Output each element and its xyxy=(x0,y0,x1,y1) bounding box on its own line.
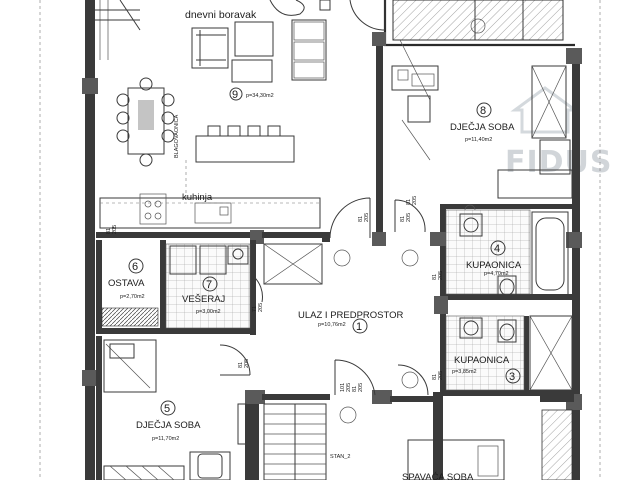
watermark-logo: FIDUS xyxy=(505,86,613,180)
room-num-ulaz: 1 xyxy=(356,321,362,333)
door-tag-10: 81205 xyxy=(406,196,418,205)
bedroom-5-furniture xyxy=(103,339,247,480)
room-area-ostava: p=2,70m2 xyxy=(120,294,145,300)
room-num-kupaonica1: 4 xyxy=(494,243,500,255)
watermark-text: FIDUS xyxy=(505,145,613,180)
childrens-room-top-furniture xyxy=(391,65,573,199)
room-name-dnevni: dnevni boravak xyxy=(185,9,257,21)
room-area-dnevni: p=34,30m2 xyxy=(246,93,274,99)
room-name-ostava: OSTAVA xyxy=(108,278,145,289)
room-area-veseraj: p=3,00m2 xyxy=(196,309,221,315)
blagovaonica-label: BLAGOVAONICA xyxy=(174,114,180,158)
room-labels: dnevni boravak 9 p=34,30m2 BLAGOVAONICA … xyxy=(108,9,522,480)
door-tag-7: 81205 xyxy=(432,371,444,380)
room-name-djecja-bottom: DJEČJA SOBA xyxy=(136,420,201,431)
door-tag-9: 81205 xyxy=(352,383,364,392)
bathroom-1-fixtures xyxy=(445,209,569,297)
room-num-veseraj: 7 xyxy=(206,279,212,291)
bathroom-2-fixtures xyxy=(445,315,573,391)
interior-walls xyxy=(96,32,574,480)
room-name-kupaonica2: KUPAONICA xyxy=(454,355,510,366)
master-bedroom-furniture xyxy=(407,409,573,480)
staircase xyxy=(263,403,327,480)
room-num-dnevni: 9 xyxy=(232,89,238,101)
room-name-spavaca: SPAVAĆA SOBA xyxy=(402,472,474,480)
room-name-djecja-top: DJEČJA SOBA xyxy=(450,122,515,133)
living-room-furniture xyxy=(99,0,331,229)
door-tag-3: 81205 xyxy=(106,225,118,234)
room-area-djecja-top: p=11,40m2 xyxy=(465,137,492,143)
stan-label: STAN_2 xyxy=(330,454,350,460)
door-tag-8: 101205 xyxy=(340,383,352,392)
room-num-djecja-top: 8 xyxy=(480,105,486,117)
door-tag-2: 81205 xyxy=(400,213,412,222)
room-area-ulaz: p=10,76m2 xyxy=(318,322,346,328)
room-area-kupaonica1: p=4,70m2 xyxy=(484,271,509,277)
room-area-djecja-bottom: p=11,70m2 xyxy=(152,436,179,442)
room-name-veseraj: VEŠERAJ xyxy=(182,294,226,305)
exterior-walls xyxy=(39,0,601,480)
ostava-veseraj-fixtures xyxy=(101,243,323,329)
door-tag-4: 81205 xyxy=(432,271,444,280)
room-name-kupaonica1: KUPAONICA xyxy=(466,260,522,271)
balcony-top xyxy=(95,0,575,47)
room-name-ulaz: ULAZ I PREDPROSTOR xyxy=(298,310,404,321)
room-num-kupaonica2: 3 xyxy=(509,371,515,383)
door-tag-5: 71205 xyxy=(252,303,264,312)
room-num-ostava: 6 xyxy=(132,261,138,273)
door-tag-1: 81205 xyxy=(358,213,370,222)
room-area-kupaonica2: p=3,85m2 xyxy=(452,369,477,375)
room-num-djecja-bottom: 5 xyxy=(164,403,170,415)
room-name-kuhinja: kuhinja xyxy=(182,192,213,203)
door-tag-6: 81205 xyxy=(238,359,250,368)
